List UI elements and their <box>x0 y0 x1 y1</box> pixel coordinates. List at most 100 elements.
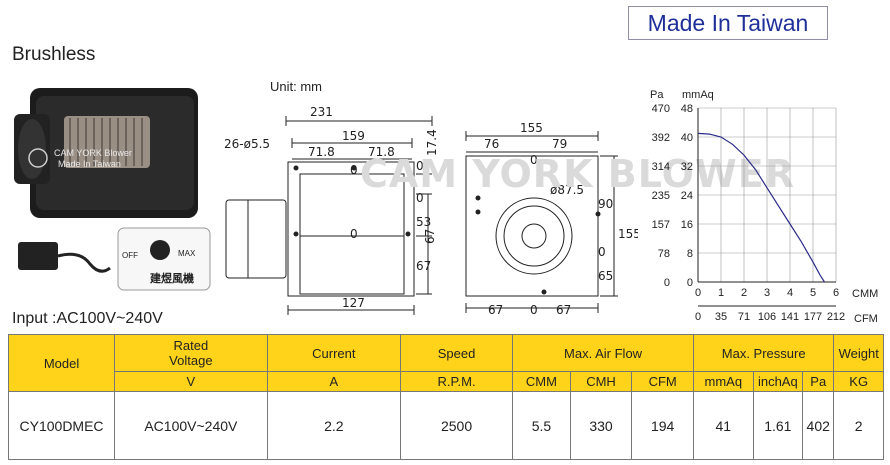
y-mmaq-tick: 40 <box>681 132 693 144</box>
product-title: Brushless <box>12 44 96 65</box>
chart-grid <box>697 107 837 283</box>
dim-zero-right: 0 <box>416 159 424 173</box>
unit-mmaq: mmAq <box>692 371 754 392</box>
adapter-cable <box>57 252 111 273</box>
y-pa-tick: 235 <box>652 190 670 202</box>
x-cfm-tick: 141 <box>781 311 799 323</box>
side-dim-zero2: 0 <box>598 245 606 259</box>
input-voltage-line: Input :AC100V~240V <box>12 310 163 327</box>
unit-inchaq: inchAq <box>752 371 804 392</box>
table-row: CY100DMEC AC100V~240V 2.2 2500 5.5 330 1… <box>7 391 884 460</box>
dim-zero-top: 0 <box>350 163 358 177</box>
y-pa-tick: 314 <box>652 161 670 173</box>
x-cmm-tick: 6 <box>833 287 839 299</box>
x-cfm-tick: 177 <box>804 311 822 323</box>
dim-26-hole: 26-ø5.5 <box>224 137 270 151</box>
th-speed: Speed <box>399 334 514 372</box>
x-cmm-tick: 5 <box>810 287 816 299</box>
logo-mark <box>28 148 48 168</box>
inlet-ring <box>495 197 573 275</box>
y-pa-tick: 392 <box>652 132 670 144</box>
y-mmaq-tick: 16 <box>681 219 693 231</box>
chart-y-pa-label: Pa <box>650 89 664 101</box>
front-motor <box>225 199 287 279</box>
dim-71-8-right: 71.8 <box>368 145 395 159</box>
chart-axes <box>697 108 836 307</box>
th-rated-line2: Voltage <box>169 353 213 368</box>
th-pressure: Max. Pressure <box>692 334 835 372</box>
side-flange <box>465 155 599 297</box>
unit-rpm: R.P.M. <box>399 371 514 392</box>
photo-watermark-line2: Made In Taiwan <box>58 159 121 169</box>
cell-pa: 402 <box>802 391 835 460</box>
y-mmaq-tick: 48 <box>681 103 693 115</box>
unit-cmh: CMH <box>569 371 633 392</box>
dim-127: 127 <box>342 296 365 310</box>
y-mmaq-tick: 24 <box>681 190 693 202</box>
y-mmaq-tick: 0 <box>687 277 693 289</box>
side-dim-zero: 0 <box>530 153 538 167</box>
made-in-taiwan-badge: Made In Taiwan <box>628 6 828 40</box>
th-current: Current <box>266 334 402 372</box>
speed-knob <box>150 240 170 260</box>
unit-a: A <box>266 371 402 392</box>
y-pa-tick: 157 <box>652 219 670 231</box>
unit-v: V <box>114 371 268 392</box>
side-view-drawing: 155 76 79 0 ø87.5 90 65 155 0 67 67 0 <box>465 122 638 317</box>
dim-67-upper: 67 <box>423 229 437 244</box>
y-pa-tick: 0 <box>664 277 670 289</box>
front-view-drawing: 231 159 26-ø5.5 71.8 71.8 0 0 0 53 0 67 … <box>224 105 439 315</box>
unit-cmm: CMM <box>512 371 571 392</box>
dim-159: 159 <box>342 129 365 143</box>
product-photo: CAM YORK Blower Made In Taiwan OFF MAX 建… <box>14 88 211 291</box>
x-cfm-tick: 106 <box>758 311 776 323</box>
side-dim-zero3: 0 <box>530 303 538 317</box>
x-cmm-tick: 2 <box>741 287 747 299</box>
th-rated-line1: Rated <box>173 338 209 353</box>
cell-cmm: 5.5 <box>512 391 571 460</box>
unit-pa: Pa <box>802 371 835 392</box>
unit-label: Unit: mm <box>270 79 322 94</box>
cell-cmh: 330 <box>569 391 633 460</box>
y-mmaq-tick: 32 <box>681 161 693 173</box>
side-dim-79: 79 <box>552 137 567 151</box>
controller-max-label: MAX <box>178 249 196 258</box>
dim-71-8-left: 71.8 <box>308 145 335 159</box>
x-cmm-tick: 4 <box>787 287 793 299</box>
x-cmm-tick: 0 <box>695 287 701 299</box>
cell-cfm: 194 <box>631 391 694 460</box>
power-adapter <box>18 242 58 270</box>
side-dim-76: 76 <box>484 137 499 151</box>
y-pa-tick: 78 <box>658 248 670 260</box>
x-cmm-tick: 3 <box>764 287 770 299</box>
chart-y-mmaq-label: mmAq <box>682 89 714 101</box>
dim-231: 231 <box>310 105 333 119</box>
y-mmaq-tick: 8 <box>687 248 693 260</box>
photo-watermark-line1: CAM YORK Blower <box>54 148 132 158</box>
side-dim-dia: ø87.5 <box>550 183 584 197</box>
dim-67-lower: 67 <box>416 259 431 273</box>
pressure-curve <box>697 132 826 283</box>
side-dim-65: 65 <box>598 269 613 283</box>
dim-zero-mid: 0 <box>350 227 358 241</box>
chart-x-cfm-label: CFM <box>854 313 878 325</box>
side-dim-67-left: 67 <box>488 303 503 317</box>
side-dim-155-vert: 155 <box>618 227 638 241</box>
controller-off-label: OFF <box>122 251 138 260</box>
cell-inchaq: 1.61 <box>752 391 804 460</box>
th-airflow: Max. Air Flow <box>512 334 694 372</box>
side-dim-90: 90 <box>598 197 613 211</box>
x-cfm-tick: 0 <box>695 311 701 323</box>
unit-cfm: CFM <box>631 371 694 392</box>
dim-zero-right2: 0 <box>416 191 424 205</box>
table-units-row: V A R.P.M. CMM CMH CFM mmAq inchAq Pa KG <box>9 371 884 392</box>
front-flange <box>287 161 415 297</box>
brand-watermark: CAM YORK BLOWER <box>360 152 796 196</box>
unit-kg: KG <box>833 371 884 392</box>
x-cfm-tick: 212 <box>827 311 845 323</box>
dim-17-4: 17.4 <box>425 129 439 156</box>
